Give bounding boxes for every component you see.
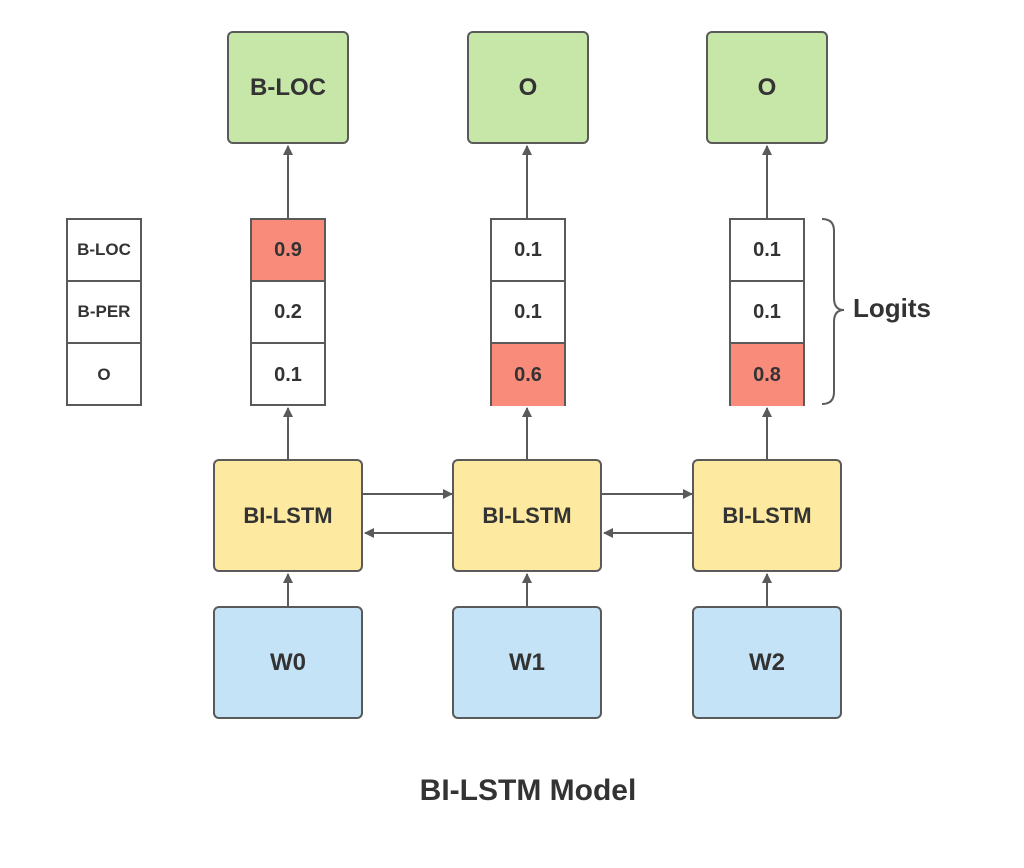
input-label-1: W1 — [509, 648, 545, 676]
logit-cell: 0.1 — [731, 220, 803, 282]
legend-item-b-loc: B-LOC — [68, 220, 140, 282]
output-label-0: B-LOC — [250, 73, 326, 101]
output-label-2: O — [757, 73, 777, 101]
bilstm-label: BI-LSTM — [243, 502, 333, 528]
logit-cell: 0.9 — [252, 220, 324, 282]
output-box-0: B-LOC — [227, 31, 349, 144]
logits-vector-0: 0.9 0.2 0.1 — [250, 218, 326, 406]
input-box-0: W0 — [213, 606, 363, 719]
logits-brace — [821, 218, 845, 405]
bilstm-label: BI-LSTM — [722, 502, 812, 528]
input-box-1: W1 — [452, 606, 602, 719]
label-legend: B-LOC B-PER O — [66, 218, 142, 406]
bilstm-box-1: BI-LSTM — [452, 459, 602, 572]
input-label-0: W0 — [270, 648, 306, 676]
logit-cell: 0.1 — [492, 282, 564, 344]
bilstm-box-2: BI-LSTM — [692, 459, 842, 572]
logit-cell: 0.1 — [492, 220, 564, 282]
logit-cell: 0.1 — [731, 282, 803, 344]
logits-vector-2: 0.1 0.1 0.8 — [729, 218, 805, 406]
input-box-2: W2 — [692, 606, 842, 719]
output-box-1: O — [467, 31, 589, 144]
logit-cell: 0.6 — [492, 344, 564, 406]
output-box-2: O — [706, 31, 828, 144]
input-label-2: W2 — [749, 648, 785, 676]
output-label-1: O — [518, 73, 538, 101]
legend-item-b-per: B-PER — [68, 282, 140, 344]
legend-item-o: O — [97, 365, 111, 384]
logits-label: Logits — [853, 293, 931, 323]
logit-cell: 0.8 — [731, 344, 803, 406]
logit-cell: 0.1 — [274, 363, 302, 386]
logit-cell: 0.2 — [252, 282, 324, 344]
logits-vector-1: 0.1 0.1 0.6 — [490, 218, 566, 406]
diagram-title: BI-LSTM Model — [419, 774, 637, 807]
bilstm-box-0: BI-LSTM — [213, 459, 363, 572]
bilstm-label: BI-LSTM — [482, 502, 572, 528]
